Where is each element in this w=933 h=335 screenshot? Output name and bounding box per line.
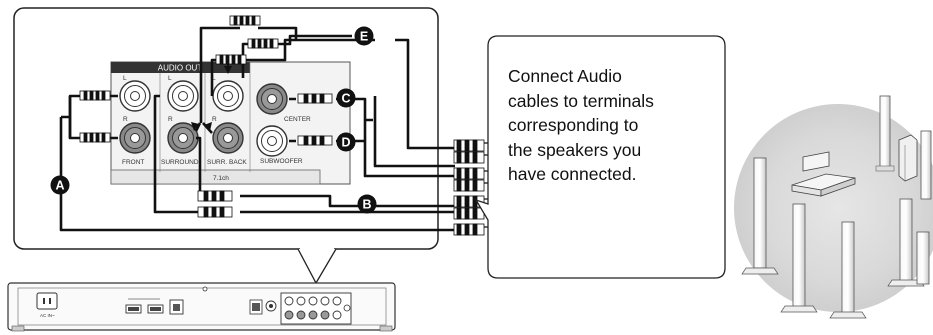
plug-d [297,135,333,146]
ac-inlet: AC IN~ [36,292,58,318]
subwoofer-speaker [898,134,918,182]
center-label: CENTER [284,116,311,123]
plug-c [297,93,333,104]
audio-out-label: AUDIO OUT [158,64,203,73]
instruction-line-5: have connected. [508,164,637,184]
zoom-pointer [297,248,337,285]
plug-b-2 [197,206,233,218]
plug-a-l [79,90,111,101]
device-foot-left [11,325,25,332]
lan-port [169,299,184,315]
audio-out-header [111,62,250,73]
center-speaker [802,151,830,172]
svg-text:D: D [341,136,350,150]
plug-a-r [79,132,111,143]
arrow-surrback-l [224,66,232,74]
callout-c: C [336,88,356,108]
surr-back-label: SURR. BACK [207,159,247,166]
front-r-jack [119,122,151,154]
device-audio-jacks [249,292,352,325]
surrback-l-label: L [212,75,216,82]
main-unit [791,173,856,197]
callout-b: B [357,194,377,214]
surround-label: SURROUND [161,159,199,166]
device-rear-panel: AC IN~ [7,248,396,332]
cable-a-split [59,96,72,180]
svg-text:B: B [362,198,371,212]
callout-e: E [354,26,374,46]
svg-text:C: C [341,92,350,106]
tower-speaker-center-left [780,203,818,313]
tower-speaker-rear-right [920,130,932,200]
instruction-line-4: the speakers you [508,139,642,160]
subwoofer-label: SUBWOOFER [260,158,303,165]
instruction-text: Connect Audio cables to terminals corres… [508,64,698,187]
tower-speaker-left [741,157,779,275]
speaker-layout [734,95,933,319]
front-l-label: L [123,75,127,82]
hdmi-ports [125,298,164,314]
tower-speaker-center-right [829,221,867,319]
instruction-line-2: cables to terminals [508,90,654,111]
tower-speaker-rear-left [875,95,895,172]
surround-r-label: R [168,116,173,123]
front-label: FRONT [122,159,144,166]
device-foot-right [379,325,393,332]
subwoofer-jack [256,125,288,157]
plug-e-mid [247,38,279,49]
plate-bottom-strip [110,169,321,185]
channel-config-label: 7.1ch [213,175,229,182]
arrow-surrback-r [204,122,212,131]
svg-text:E: E [360,30,368,44]
front-r-label: R [123,116,128,123]
rca-plugs [79,15,490,236]
surround-l-label: L [168,75,172,82]
front-l-jack [119,80,151,112]
tower-speaker-far-right [916,231,930,285]
screw-hole [202,286,208,292]
plug-b-1 [197,190,233,202]
callout-d: D [336,132,356,152]
plug-e-low [215,54,247,65]
surround-l-jack [167,80,199,112]
instruction-bubble [474,35,726,279]
center-jack [256,83,288,115]
output-plugs [453,139,490,236]
surround-r-jack [167,122,199,154]
svg-text:A: A [55,179,64,193]
zoomed-back-panel: AUDIO OUT L R L R L R [13,7,490,250]
plug-e-top [229,15,261,26]
surrback-r-label: R [212,116,217,123]
callout-a: A [50,175,70,195]
cable-e3 [199,26,298,123]
ac-in-label: AC IN~ [40,313,55,318]
surrback-r-jack [212,122,244,154]
tower-speaker-right [887,198,925,287]
instruction-line-1: Connect Audio [508,66,622,86]
instruction-line-3: corresponding to [508,115,639,135]
arrow-surround-r [191,122,199,131]
surrback-l-jack [212,80,244,112]
